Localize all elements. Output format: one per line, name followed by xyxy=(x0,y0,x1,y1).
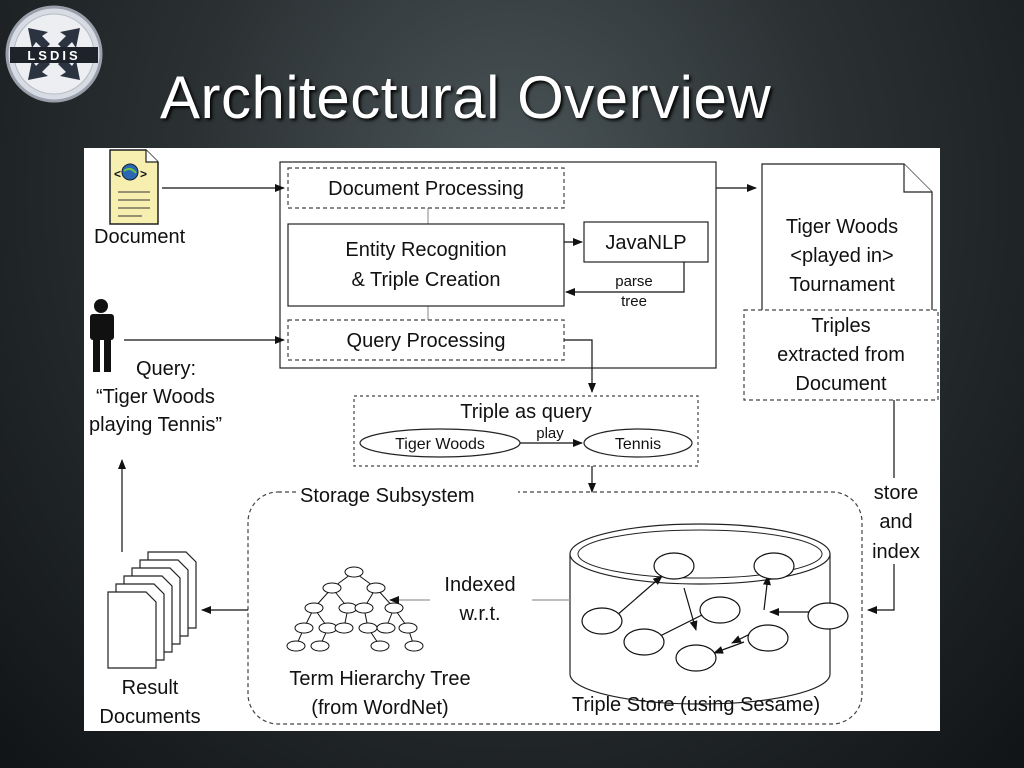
query-label-line1: Query: xyxy=(136,358,196,380)
triple-graph xyxy=(581,552,849,672)
lsdis-logo: LSDIS xyxy=(5,5,103,103)
object-label: Tennis xyxy=(615,436,661,453)
query-processing-label: Query Processing xyxy=(347,330,506,352)
subject-label: Tiger Woods xyxy=(395,436,485,453)
entity-recognition-line1: Entity Recognition xyxy=(345,239,506,261)
document-processing-box xyxy=(287,167,565,209)
entity-recognition-box xyxy=(287,223,565,307)
triple-store-label: Triple Store (using Sesame) xyxy=(572,694,820,716)
svg-text:>: > xyxy=(140,167,147,181)
extracted-triple-line3: Tournament xyxy=(789,274,895,296)
javanlp-label: JavaNLP xyxy=(605,232,686,254)
triples-extracted-line1: Triples xyxy=(811,315,870,337)
parse-tree-line2: tree xyxy=(621,293,647,310)
parse-tree-line1: parse xyxy=(615,273,653,290)
triples-extracted-line2: extracted from xyxy=(777,344,905,366)
processing-box xyxy=(279,161,717,369)
result-documents-line2: Documents xyxy=(99,706,200,728)
object-node xyxy=(583,428,693,458)
term-hierarchy-line2: (from WordNet) xyxy=(311,697,448,719)
store-index-line3: index xyxy=(872,541,920,563)
predicate-label: play xyxy=(536,425,564,442)
slide-title: Architectural Overview xyxy=(160,64,772,131)
store-index-line1: store xyxy=(874,482,918,504)
query-label-line3: playing Tennis” xyxy=(89,414,222,436)
document-label: Document xyxy=(94,226,186,248)
term-hierarchy-tree-icon xyxy=(286,566,424,652)
person-icon xyxy=(90,299,114,372)
diagram-panel: < > Document Query: “Tiger Woods playing… xyxy=(84,148,940,731)
arrows-icon xyxy=(28,28,80,80)
svg-text:<: < xyxy=(114,167,121,181)
query-label-line2: “Tiger Woods xyxy=(96,386,215,408)
triple-as-query-box xyxy=(353,395,699,467)
term-hierarchy-line1: Term Hierarchy Tree xyxy=(289,668,470,690)
triples-extracted-line3: Document xyxy=(795,373,887,395)
javanlp-box xyxy=(583,221,709,263)
architecture-diagram: < > Document Query: “Tiger Woods playing… xyxy=(89,149,939,728)
result-documents-line1: Result xyxy=(122,677,179,699)
result-documents-icon xyxy=(107,551,197,669)
storage-subsystem-label: Storage Subsystem xyxy=(300,485,475,507)
entity-recognition-line2: & Triple Creation xyxy=(352,269,501,291)
extracted-triple-line1: Tiger Woods xyxy=(786,216,898,238)
triple-as-query-label: Triple as query xyxy=(460,401,592,423)
indexed-wrt-line1: Indexed xyxy=(444,574,515,596)
indexed-wrt-line2: w.r.t. xyxy=(458,603,500,625)
document-icon: < > xyxy=(109,149,159,225)
storage-subsystem-box xyxy=(247,491,863,725)
store-index-line2: and xyxy=(879,511,912,533)
document-processing-label: Document Processing xyxy=(328,178,524,200)
logo-text: LSDIS xyxy=(27,48,80,63)
extracted-triple-line2: <played in> xyxy=(790,245,893,267)
triples-extracted-box xyxy=(743,309,939,401)
